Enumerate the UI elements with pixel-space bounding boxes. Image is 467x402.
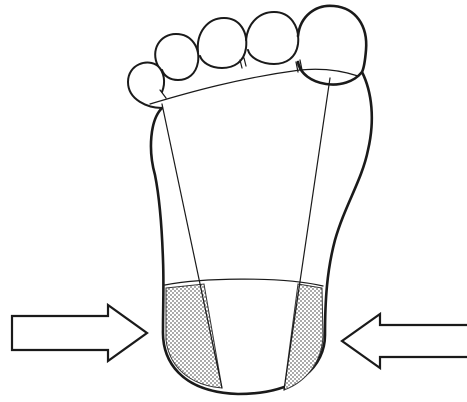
toe-1-big <box>298 6 366 85</box>
toe-2 <box>246 12 298 64</box>
right-compression-arrow <box>342 314 467 368</box>
toe-3 <box>198 18 247 68</box>
heel-shaded-region-left <box>166 284 222 388</box>
heel-shaded-region-right <box>284 284 323 390</box>
left-compression-arrow <box>12 305 147 361</box>
